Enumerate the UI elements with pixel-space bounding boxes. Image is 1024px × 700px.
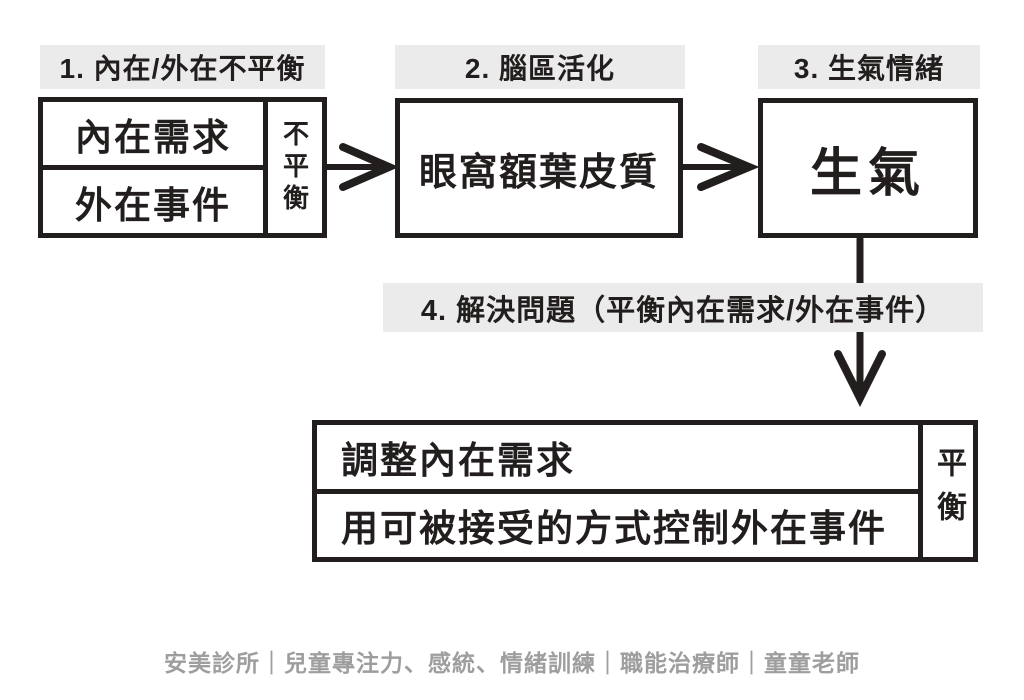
step2-label: 2. 腦區活化 (395, 45, 685, 89)
step3-label: 3. 生氣情緒 (758, 45, 980, 89)
imbalance-box: 內在需求 外在事件 不平衡 (38, 97, 327, 238)
footer-credit: 安美診所｜兒童專注力、感統、情緒訓練｜職能治療師｜童童老師 (164, 650, 860, 676)
external-event-cell: 外在事件 (75, 184, 231, 226)
solution-box-main: 調整內在需求 用可被接受的方式控制外在事件 (317, 425, 923, 557)
imbalance-box-main: 內在需求 外在事件 (43, 102, 268, 233)
imbalance-side-cell: 不平衡 (279, 119, 310, 216)
step4-label: 4. 解決問題（平衡內在需求/外在事件） (383, 283, 983, 332)
arrow-right-icon (680, 143, 760, 191)
control-external-event-cell: 用可被接受的方式控制外在事件 (341, 508, 887, 550)
internal-need-cell: 內在需求 (43, 102, 263, 170)
balance-side-cell: 平衡 (932, 447, 965, 535)
anger-box: 生氣 (758, 98, 978, 238)
adjust-internal-need-cell: 調整內在需求 (317, 425, 918, 494)
brain-region-box: 眼窩額葉皮質 (395, 98, 683, 238)
solution-box: 調整內在需求 用可被接受的方式控制外在事件 平衡 (312, 420, 978, 562)
step1-label: 1. 內在/外在不平衡 (40, 45, 325, 89)
arrow-right-icon (324, 143, 400, 191)
